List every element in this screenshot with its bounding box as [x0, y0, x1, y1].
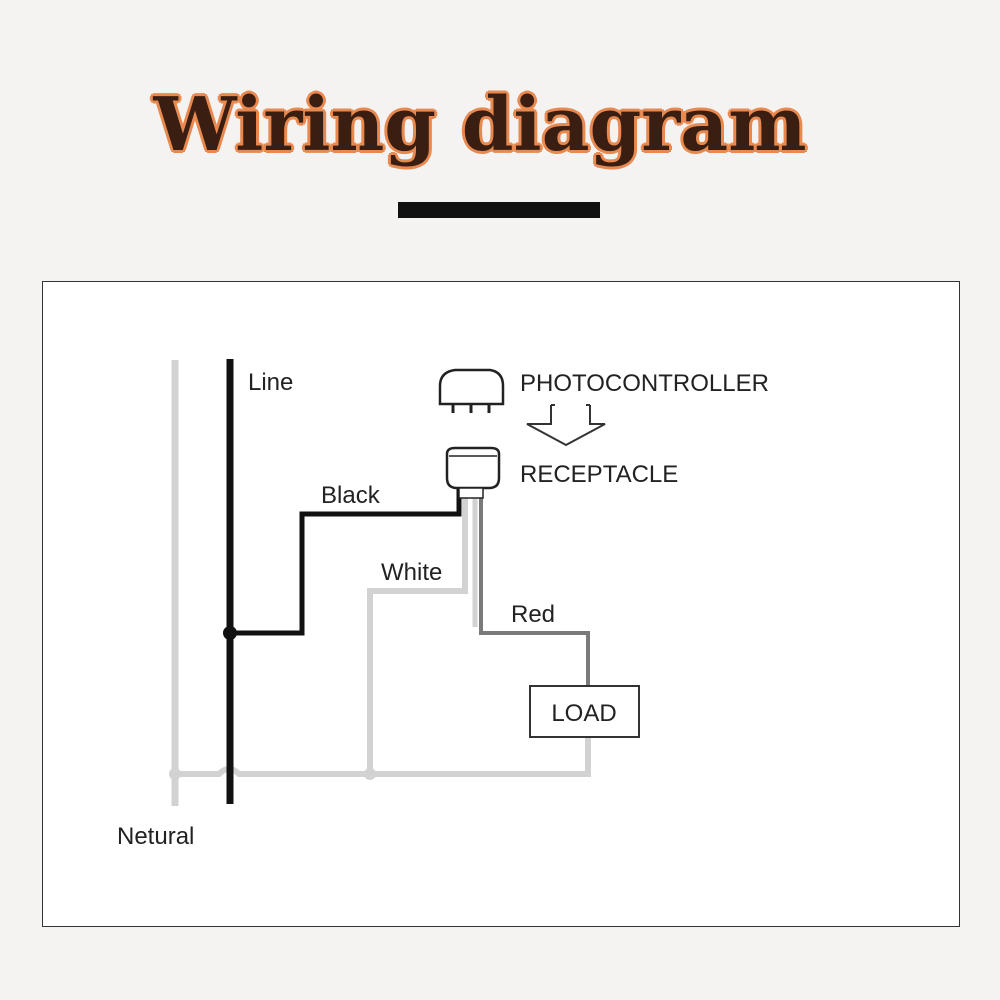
load-label: LOAD	[551, 700, 616, 727]
arrow-down-icon	[526, 404, 606, 447]
load-box	[529, 685, 640, 738]
red-wire	[479, 496, 590, 686]
black-wire	[230, 487, 462, 636]
black-label: Black	[321, 482, 381, 509]
red-label: Red	[511, 601, 555, 628]
photocontroller-icon	[438, 368, 505, 413]
white-label: White	[381, 559, 442, 586]
receptacle-icon	[445, 446, 501, 499]
receptacle-label: RECEPTACLE	[520, 461, 678, 488]
wiring-diagram: LOAD Line Black	[117, 359, 769, 850]
neutral-label: Netural	[117, 823, 194, 850]
neutral-return-wire	[175, 737, 591, 777]
white-wire	[367, 496, 468, 774]
line-label: Line	[248, 369, 293, 396]
page-title: Wiring diagram	[153, 82, 807, 168]
line-junction	[223, 626, 237, 640]
photocontroller-label: PHOTOCONTROLLER	[520, 370, 769, 397]
neutral-junction-left	[169, 768, 181, 780]
title-underline	[398, 202, 600, 218]
diagram-panel: LOAD Line Black	[42, 281, 960, 927]
